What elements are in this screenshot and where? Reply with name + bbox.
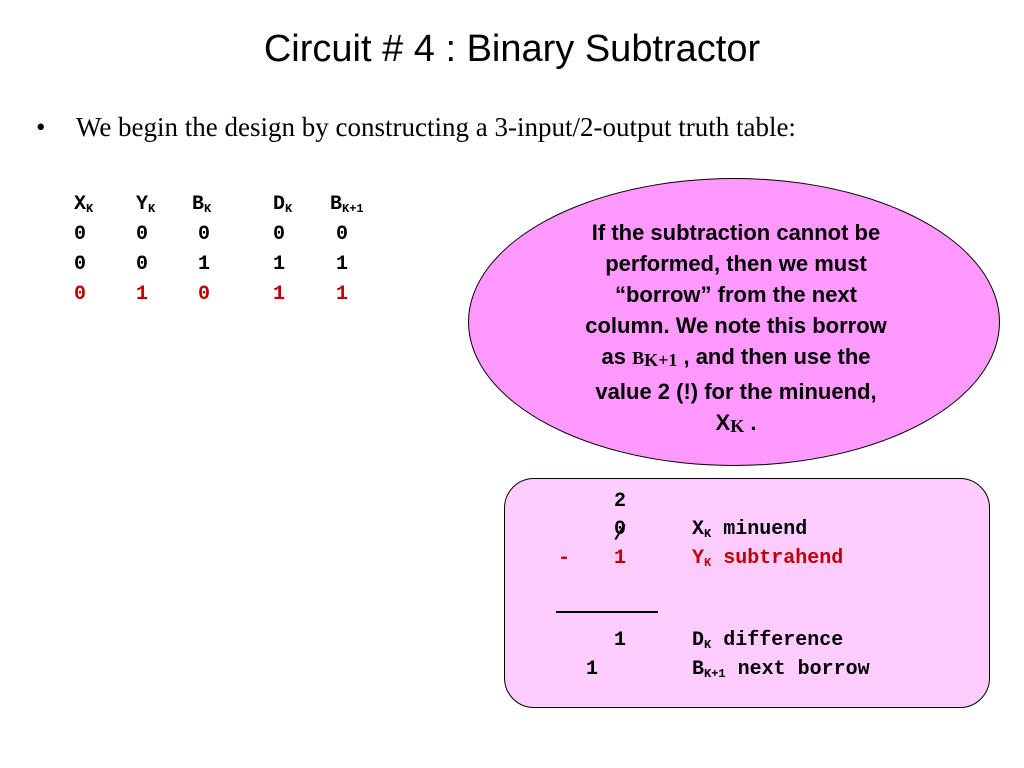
difference-digit: 1 [614,629,627,652]
header-yk: YK [136,193,156,216]
header-dk: DK [273,193,293,216]
header-xk: XK [74,193,94,216]
table-cell: 1 [198,253,211,276]
minuend-label: XK minuend [692,518,808,541]
table-cell: 0 [74,253,87,276]
minuend-digit: 0 [614,518,626,541]
example-box [504,478,990,708]
difference-label: DK difference [692,629,844,652]
bullet-text: We begin the design by constructing a 3-… [76,112,796,142]
subtrahend-digit: 1 [614,547,627,570]
table-cell: 0 [136,223,149,246]
table-cell: 1 [273,283,286,306]
table-cell: 1 [336,253,349,276]
table-cell: 0 [198,283,211,306]
next-borrow-digit: 1 [586,658,599,681]
subtrahend-label: YK subtrahend [692,547,844,570]
bullet-point: • We begin the design by constructing a 3… [36,112,796,143]
header-bk: BK [192,193,212,216]
table-cell: 0 [74,283,87,306]
sum-line [556,611,658,613]
table-cell: 1 [273,253,286,276]
table-cell: 0 [336,223,349,246]
slide-title: Circuit # 4 : Binary Subtractor [263,28,761,70]
table-cell: 1 [136,283,149,306]
table-cell: 0 [198,223,211,246]
header-bk1: BK+1 [330,193,364,216]
next-borrow-label: BK+1 next borrow [692,658,870,681]
callout-text: If the subtraction cannot be performed, … [585,220,887,436]
callout-ellipse [468,178,1000,466]
table-cell: 0 [74,223,87,246]
table-cell: 1 [336,283,349,306]
bullet-icon: • [36,112,46,142]
minus-sign: - [558,547,571,570]
table-cell: 0 [273,223,286,246]
borrow-value: 2 [614,490,627,513]
table-cell: 0 [136,253,149,276]
